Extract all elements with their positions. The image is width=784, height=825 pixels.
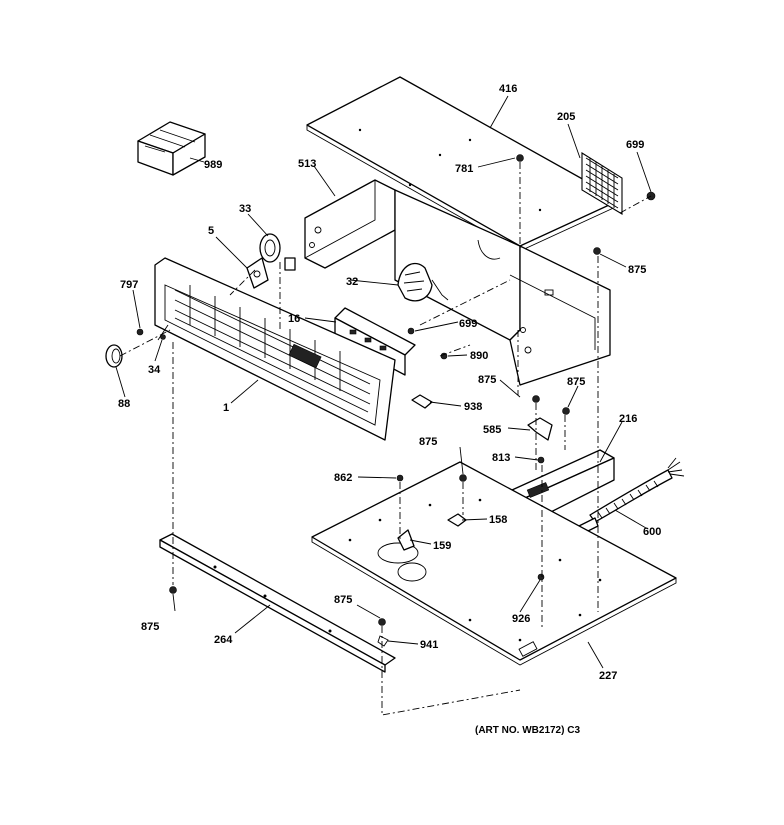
label-938: 938 [464,401,482,413]
screw-862 [396,474,404,482]
label-16: 16 [288,313,300,325]
label-585: 585 [483,424,501,436]
label-416: 416 [499,83,517,95]
label-264: 264 [214,634,233,646]
art-number: (ART NO. WB2172) C3 [475,725,580,736]
screw-699-mid [407,327,415,335]
label-941: 941 [420,639,438,651]
clip-941 [377,635,389,647]
label-875-center: 875 [478,374,496,386]
label-890: 890 [470,350,488,362]
label-875-right: 875 [628,264,646,276]
front-trim-strip [159,533,396,673]
label-797: 797 [120,279,138,291]
bracket-585 [527,417,553,441]
label-875-lower-mid: 875 [334,594,352,606]
front-control-panel [154,257,396,441]
label-699-top: 699 [626,139,644,151]
label-5: 5 [208,225,214,237]
label-781: 781 [455,163,473,175]
part-labels: 416 205 699 513 781 989 33 5 875 797 32 … [118,83,661,736]
label-227: 227 [599,670,617,682]
label-159: 159 [433,540,451,552]
screw-875-bottom-mid [459,474,467,482]
label-875-bottom-mid: 875 [419,436,437,448]
screw-797 [136,328,144,336]
screw-875-right2 [562,407,570,415]
fan-motor-32 [397,262,449,302]
chassis-box [394,189,611,386]
label-158: 158 [489,514,507,526]
screw-813 [537,456,545,464]
screw-875-lower-left [169,586,177,594]
switch-assembly-33 [259,233,296,271]
label-875-lower-left: 875 [141,621,159,633]
literature-pack-989 [137,121,206,176]
label-600: 600 [643,526,661,538]
label-88: 88 [118,398,130,410]
label-205: 205 [557,111,575,123]
label-34: 34 [148,364,161,376]
label-926: 926 [512,613,530,625]
label-216: 216 [619,413,637,425]
label-32: 32 [346,276,358,288]
vent-grille [581,152,623,215]
screw-926 [537,573,545,581]
screw-875-center [532,395,540,403]
screw-781 [516,154,524,162]
clip-938 [411,394,433,409]
label-1: 1 [223,402,229,414]
label-862: 862 [334,472,352,484]
screw-875-right [593,247,601,255]
spring-34 [157,324,169,341]
leader-lines [115,95,652,669]
label-875-right2: 875 [567,376,585,388]
alignment-lines [119,162,652,716]
label-813: 813 [492,452,510,464]
left-side-bracket [304,179,396,269]
bracket-159 [397,529,415,551]
label-513: 513 [298,158,316,170]
screw-875-lower-mid [378,618,386,626]
switch-bracket-5 [246,257,269,289]
label-699-mid: 699 [459,318,477,330]
knob-88 [105,344,123,368]
label-989: 989 [204,159,222,171]
bottom-plate [311,461,677,666]
label-33: 33 [239,203,251,215]
